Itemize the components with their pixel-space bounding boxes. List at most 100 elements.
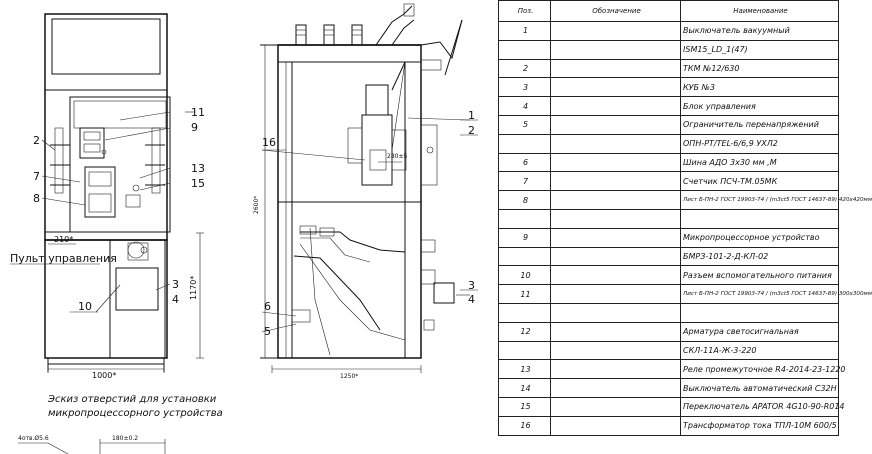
- callout-13: 13: [191, 162, 205, 175]
- cell-pos: [498, 39, 551, 60]
- holes-label: 4отв.Ø5.6: [18, 435, 49, 442]
- cell-name: Шина АДО 3х30 мм ,М: [680, 152, 839, 173]
- cell-designation: [550, 396, 681, 417]
- cell-designation: [550, 190, 681, 210]
- surge-arrester: [291, 309, 311, 323]
- table-row: 8 Лист Б-ПН-2 ГОСТ 19903-74 / (m3ct5 ГОСТ…: [498, 190, 872, 210]
- cell-designation: [550, 21, 681, 41]
- table-row: 1 Выключатель вакуумный: [498, 21, 839, 41]
- side-callout-6: 6: [264, 300, 271, 313]
- cell-name: Трансформатор тока ТПЛ-10М 600/5: [680, 415, 839, 436]
- side-callout-5: 5: [264, 325, 271, 338]
- cell-pos: 10: [498, 265, 551, 286]
- cell-pos: 13: [498, 359, 551, 380]
- table-row: 16 Трансформатор тока ТПЛ-10М 600/5: [498, 415, 839, 436]
- cell-pos: 15: [498, 396, 551, 417]
- cell-designation: [550, 77, 681, 98]
- spec-header-row: Поз. Обозначение Наименование: [498, 0, 839, 22]
- technical-drawing: 2 7 8 11 9 13 15 3 4 10 1000* 210* 1170*…: [10, 3, 478, 454]
- cell-name: ОПН-РТ/TEL-6/6,9 УХЛ2: [680, 133, 839, 154]
- side-dim-window: 280±5: [387, 153, 407, 160]
- cell-pos: 14: [498, 378, 551, 398]
- table-row: 6 Шина АДО 3х30 мм ,М: [498, 152, 839, 173]
- side-callout-3: 3: [468, 279, 475, 292]
- table-row: [498, 302, 839, 323]
- cell-pos: 5: [498, 114, 551, 135]
- sketch-caption-line1: Эскиз отверстий для установки: [47, 394, 217, 405]
- side-callout-1: 1: [468, 109, 475, 122]
- cell-name: Выключатель вакуумный: [680, 21, 839, 41]
- cell-pos: 3: [498, 77, 551, 98]
- table-row: 14 Выключатель автоматический С32Н: [498, 378, 839, 398]
- cell-pos: [498, 208, 551, 229]
- vacuum-breaker: [365, 84, 389, 116]
- callout-11: 11: [191, 106, 205, 119]
- cell-name: Реле промежуточное R4-2014-23-1220: [680, 359, 846, 380]
- cell-pos: 11: [498, 284, 551, 304]
- front-view: 2 7 8 11 9 13 15 3 4 10 1000* 210* 1170*…: [10, 13, 205, 380]
- cell-name: Переключатель APATOR 4G10-90-R014: [680, 396, 845, 417]
- dim-height: 1170*: [189, 276, 198, 300]
- table-row: ISM15_LD_1(47): [498, 39, 839, 60]
- cell-designation: [550, 171, 681, 192]
- cell-pos: [498, 133, 551, 154]
- cell-name: Лист Б-ПН-2 ГОСТ 19903-74 / (m3ct5 ГОСТ …: [680, 190, 872, 210]
- cell-name: Выключатель автоматический С32Н: [680, 378, 839, 398]
- cell-designation: [550, 227, 681, 248]
- control-panel-box: [115, 267, 159, 311]
- relay-unit: [79, 127, 105, 159]
- cell-designation: [550, 359, 681, 380]
- cell-pos: [498, 340, 551, 361]
- hole-sketch: Эскиз отверстий для установки микропроце…: [18, 394, 223, 454]
- cell-name: ISM15_LD_1(47): [680, 39, 839, 60]
- cell-pos: 16: [498, 415, 551, 436]
- cell-name: ТКМ №12/630: [680, 58, 839, 79]
- callout-7: 7: [33, 170, 40, 183]
- sketch-dim-label: 180±0.2: [112, 435, 138, 442]
- table-row: 13 Реле промежуточное R4-2014-23-1220: [498, 359, 846, 380]
- table-row: СКЛ-11А-Ж-3-220: [498, 340, 839, 361]
- callout-2: 2: [33, 134, 40, 147]
- header-name: Наименование: [680, 0, 839, 22]
- ventilation-grille: [51, 18, 161, 75]
- cell-designation: [550, 152, 681, 173]
- cell-designation: [550, 415, 681, 436]
- cell-pos: 6: [498, 152, 551, 173]
- callout-15: 15: [191, 177, 205, 190]
- side-callout-16: 16: [262, 136, 276, 149]
- table-row: [498, 208, 839, 229]
- side-dim-height: 2600*: [253, 196, 260, 214]
- cell-designation: [550, 321, 681, 342]
- cell-pos: 7: [498, 171, 551, 192]
- cell-name: [680, 208, 839, 229]
- side-callout-4: 4: [468, 293, 475, 306]
- side-dim-width: 1250*: [340, 373, 358, 380]
- meter-device: [84, 166, 116, 218]
- cell-pos: 1: [498, 21, 551, 41]
- cell-designation: [550, 96, 681, 116]
- callout-9: 9: [191, 121, 198, 134]
- cell-pos: 12: [498, 321, 551, 342]
- signal-lamp: [132, 184, 140, 192]
- cell-pos: 2: [498, 58, 551, 79]
- callout-8: 8: [33, 192, 40, 205]
- cell-designation: [550, 133, 681, 154]
- cell-name: Лист Б-ПН-2 ГОСТ 19903-74 / (m3ct5 ГОСТ …: [680, 284, 872, 304]
- cell-designation: [550, 208, 681, 229]
- callout-10: 10: [78, 300, 92, 313]
- cell-pos: 8: [498, 190, 551, 210]
- side-view: 16 1 2 3 4 6 5 2600* 1250* 280±5: [253, 3, 478, 380]
- table-row: 2 ТКМ №12/630: [498, 58, 839, 79]
- cell-name: Микропроцессорное устройство: [680, 227, 839, 248]
- callout-4: 4: [172, 293, 179, 306]
